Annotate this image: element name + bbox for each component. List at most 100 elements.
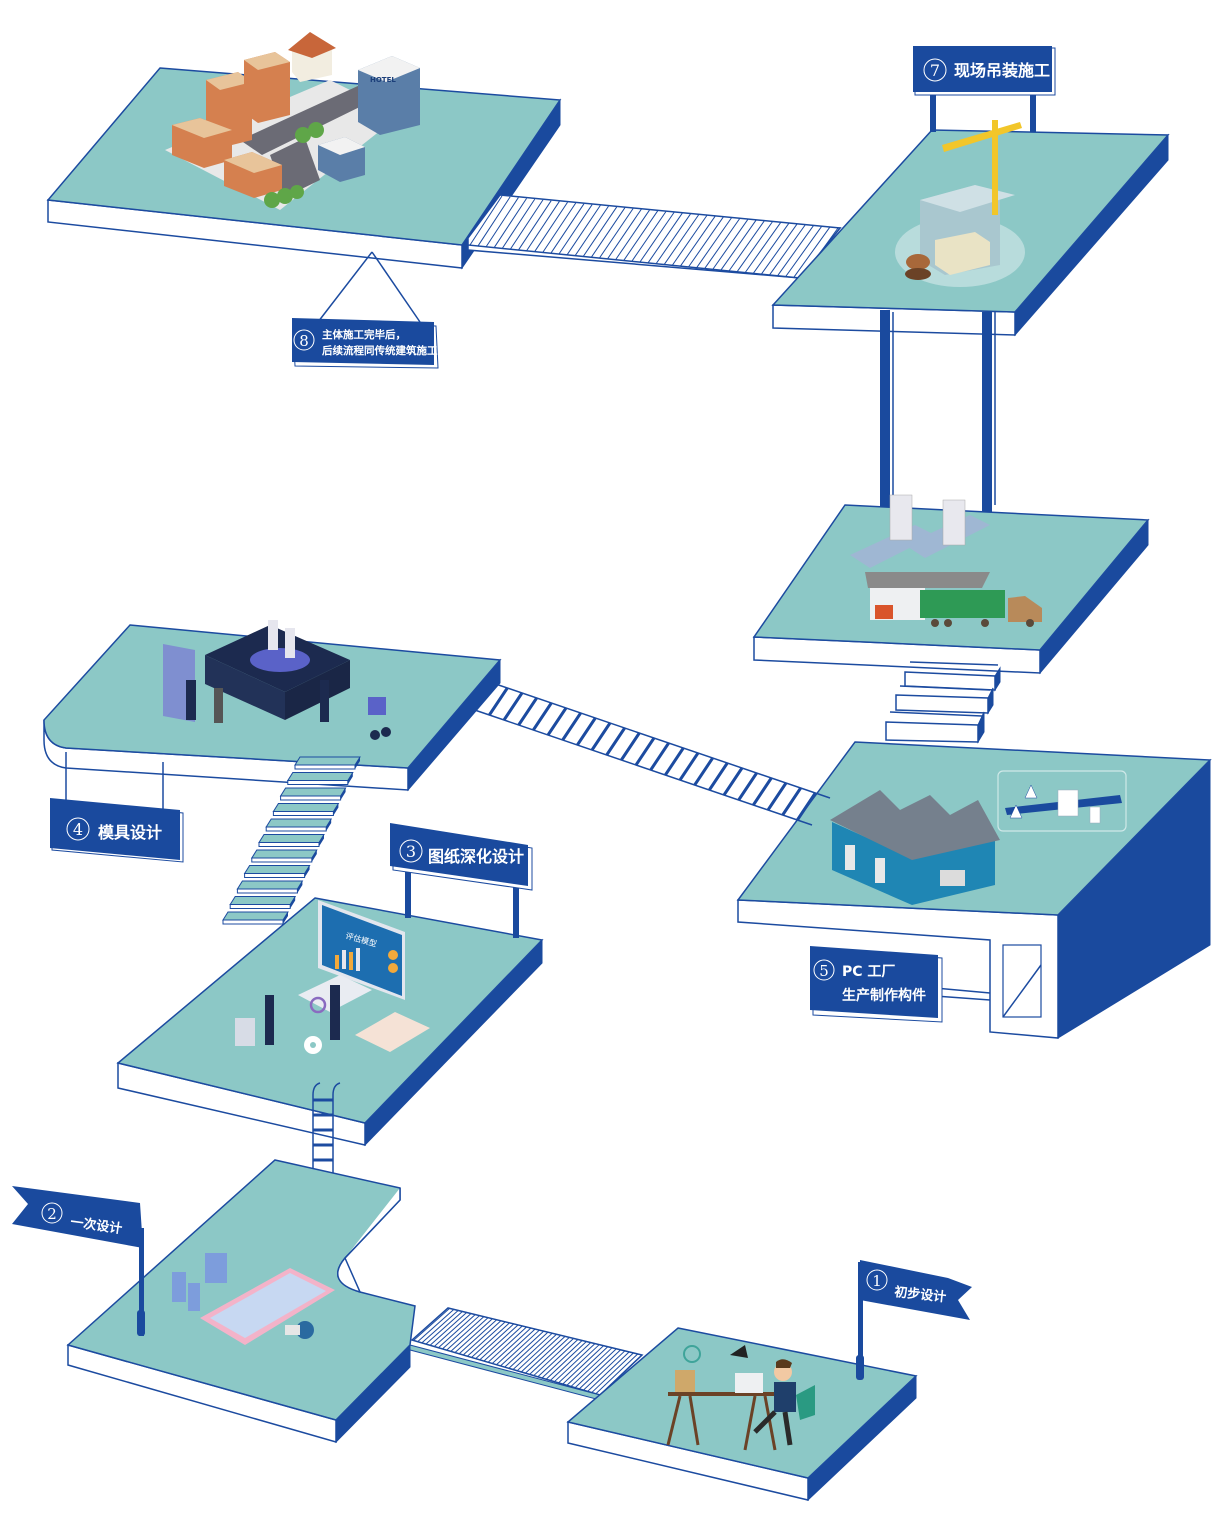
walkway-slat — [496, 1328, 536, 1365]
person-figure — [214, 688, 223, 723]
walkway-slat — [512, 1332, 553, 1370]
walkway-slat — [426, 1310, 464, 1345]
step-label: 一次设计 — [69, 1214, 123, 1237]
step-number: 3 — [406, 842, 416, 861]
ladder-rung — [649, 742, 670, 771]
holographic-model — [250, 648, 310, 672]
step-number: 8 — [299, 332, 309, 350]
walkway-slat — [534, 201, 568, 252]
walkway-slat — [492, 1327, 532, 1364]
stair-step — [243, 865, 311, 874]
walkway-slat — [566, 1346, 609, 1386]
walkway-slat — [508, 1331, 549, 1369]
ladder-rung — [693, 757, 714, 786]
walkway-slat — [595, 1353, 639, 1395]
support-pillar — [880, 310, 890, 510]
walkway-slat — [525, 1335, 566, 1374]
walkway-slat — [562, 1345, 604, 1385]
walkway-slat — [615, 209, 650, 260]
walkway-slat — [477, 196, 511, 247]
ladder-rung — [517, 697, 538, 726]
walkway-slat — [516, 1333, 558, 1371]
walkway-slat — [550, 203, 585, 254]
stair-side — [311, 850, 317, 862]
walkway-slat — [471, 1322, 511, 1358]
traffic-cone-icon — [1024, 784, 1038, 799]
evaluation-model-illustration: 评估模型 — [235, 900, 430, 1054]
step-label-line1: PC 工厂 — [842, 964, 895, 980]
ladder-rung — [590, 722, 612, 751]
walkway-slat — [623, 210, 659, 261]
walkway-slat — [467, 1321, 506, 1357]
walkway-slat — [663, 214, 700, 265]
shipping-container — [920, 590, 1005, 618]
walkway-slat — [469, 195, 503, 246]
step-label: 初步设计 — [894, 1284, 947, 1305]
walkway-slat — [591, 1352, 634, 1393]
stair-riser — [294, 764, 356, 770]
precast-wall-panel — [889, 494, 913, 541]
walkway-slat — [607, 208, 642, 259]
brick-building — [244, 52, 290, 123]
step-number: 1 — [872, 1272, 882, 1290]
ladder-rung — [532, 702, 553, 731]
walkway-slat — [728, 220, 765, 272]
ladder-rung — [664, 747, 685, 776]
stair-riser — [265, 826, 327, 832]
walkway-slat — [785, 226, 823, 277]
ladder-bridge-4-5 — [459, 677, 831, 826]
ladder-rung — [546, 707, 568, 736]
stair-side — [290, 896, 296, 909]
shop-building — [318, 137, 365, 182]
stair-riser — [222, 919, 284, 925]
phone-planning-illustration — [172, 1253, 335, 1345]
walkway-slat — [753, 223, 790, 274]
walkway-slat — [761, 223, 798, 275]
sign-step-3: 3 图纸深化设计 — [390, 823, 533, 938]
walkway-slat — [485, 197, 519, 247]
step-label: 图纸深化设计 — [428, 847, 524, 866]
stair-step — [229, 896, 297, 905]
ladder-rung — [620, 732, 641, 761]
stair-step — [265, 818, 333, 828]
stair-step — [258, 834, 325, 843]
book-stack — [675, 1370, 695, 1392]
walkway-slat — [526, 201, 560, 251]
walkway-slat — [510, 199, 544, 250]
clock-icon — [683, 1345, 701, 1363]
monitor-screen — [322, 905, 402, 996]
walkway-slat — [459, 1319, 498, 1354]
tree-icon — [295, 127, 311, 143]
person-figure — [265, 995, 274, 1045]
walkway-slat — [744, 222, 782, 273]
walkway-slat — [430, 1311, 468, 1346]
walkway-slat — [529, 1336, 570, 1375]
stair-riser — [251, 857, 313, 863]
walkway-slat — [518, 200, 552, 251]
ladder-rung — [781, 787, 802, 816]
ladder-rung — [678, 752, 700, 781]
ladder-rung — [722, 767, 744, 796]
stair-step — [286, 772, 354, 781]
report-document — [355, 1012, 430, 1052]
walkway-slat — [554, 1343, 596, 1382]
component-transport-illustration — [850, 494, 1042, 627]
stair-riser — [244, 873, 306, 878]
ladder-rung — [708, 762, 729, 791]
walkway-slat — [446, 1315, 485, 1351]
ladder-rung — [766, 782, 788, 811]
walkway-slat — [582, 206, 618, 257]
walkway-slat — [712, 219, 749, 270]
walkway-slat — [769, 224, 806, 276]
stair-riser — [272, 811, 334, 816]
laptop — [735, 1373, 763, 1393]
factory-roof — [830, 790, 1000, 860]
stair-side — [304, 865, 310, 878]
stair-riser — [258, 842, 320, 847]
stair-side — [326, 819, 332, 831]
walkway-slat — [696, 217, 732, 268]
step-number: 5 — [819, 962, 829, 980]
walkway-slat — [558, 1344, 600, 1384]
magnifier-icon — [309, 996, 327, 1014]
stair-step — [294, 756, 361, 766]
